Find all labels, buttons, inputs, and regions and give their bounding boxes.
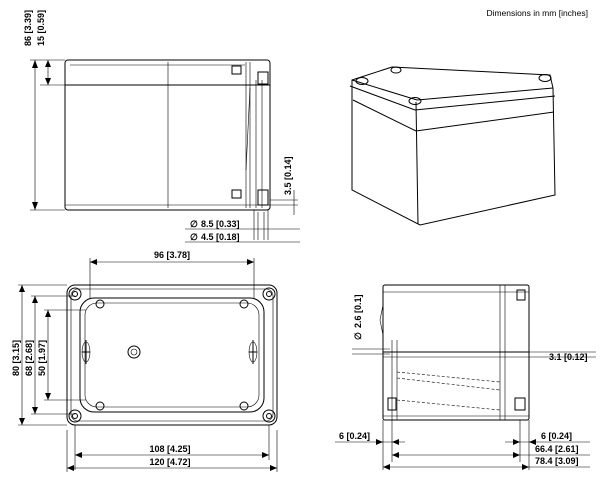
top-depth-total-label: 80 [3.15] [11, 340, 21, 376]
side-right-offset-label: 6 [0.24] [541, 431, 572, 441]
side-view [379, 284, 530, 421]
diameter-symbol: ∅ [190, 232, 198, 242]
side-diameter-dimension: ∅ 2.6 [0.1] [352, 294, 390, 355]
side-offset-dimensions: 6 [0.24] 6 [0.24] [335, 420, 590, 470]
front-view [64, 59, 271, 211]
top-outer-width-dimension: 108 [4.25] [74, 425, 270, 470]
isometric-view [349, 66, 556, 226]
side-depth-dimensions: 66.4 [2.61] 78.4 [3.09] [383, 444, 590, 470]
front-gap-label: 3.5 [0.14] [283, 156, 293, 195]
top-depth-dimensions: 80 [3.15] 68 [2.68] 50 [1.97] [11, 284, 86, 426]
side-inner-depth-label: 66.4 [2.61] [535, 444, 579, 454]
front-hole-outer-label: 8.5 [0.33] [201, 219, 240, 229]
top-width-label: 96 [3.78] [154, 250, 190, 260]
top-view [66, 284, 278, 426]
top-depth-mid-label: 68 [2.68] [24, 340, 34, 376]
front-height-dimension: 86 [3.39] [23, 10, 65, 211]
diameter-symbol: ∅ [190, 219, 198, 229]
side-total-depth-label: 78.4 [3.09] [535, 456, 579, 466]
front-height-label: 86 [3.39] [23, 10, 33, 46]
front-lid-label: 15 [0.59] [36, 10, 46, 46]
side-left-offset-label: 6 [0.24] [339, 431, 370, 441]
front-gap-dimension: 3.5 [0.14] [270, 156, 298, 215]
top-depth-inner-label: 50 [1.97] [37, 340, 47, 376]
front-lid-dimension: 15 [0.59] [36, 10, 65, 86]
top-total-width-label: 120 [4.72] [149, 457, 190, 467]
side-step-dimension: 3.1 [0.12] [529, 351, 596, 362]
side-step-label: 3.1 [0.12] [549, 352, 588, 362]
diameter-symbol: ∅ [353, 332, 363, 340]
top-total-width-dimension: 120 [4.72] [66, 430, 278, 472]
side-diameter-label: 2.6 [0.1] [353, 294, 363, 328]
front-hole-inner-label: 4.5 [0.18] [201, 232, 240, 242]
top-outer-width-label: 108 [4.25] [149, 444, 190, 454]
top-width-dimension: 96 [3.78] [89, 250, 255, 298]
front-hole-dimensions: ∅ 8.5 [0.33] ∅ 4.5 [0.18] [185, 210, 300, 243]
units-note: Dimensions in mm [inches] [486, 8, 588, 18]
